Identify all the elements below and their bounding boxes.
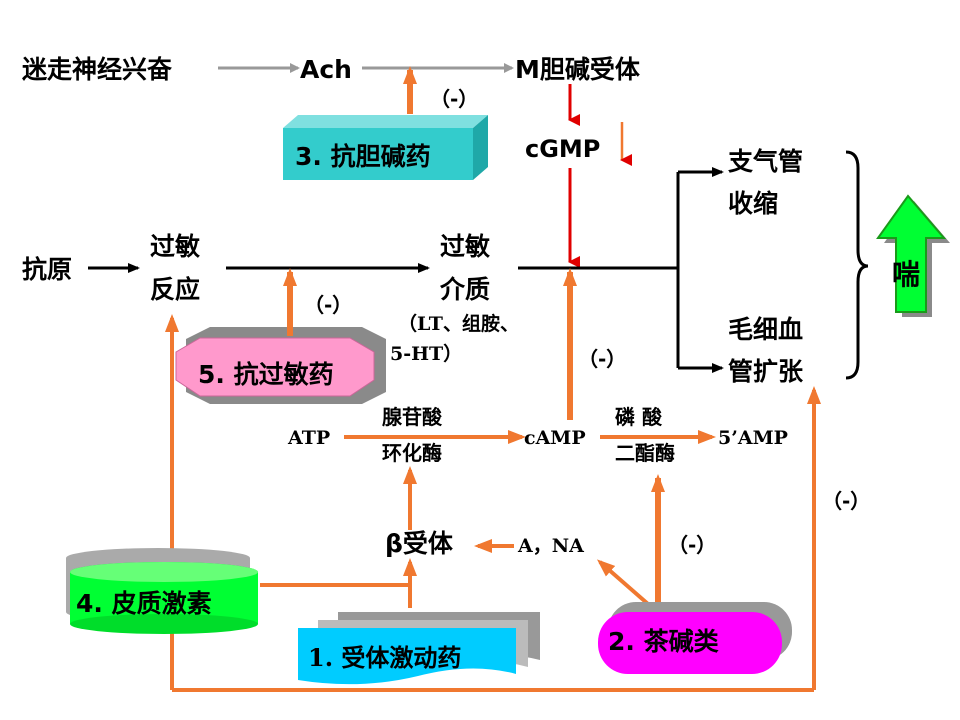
arrow-theophylline-to-ana: [596, 559, 650, 606]
inhibit-label-camp: （-）: [578, 347, 626, 371]
mediator-list-line2: 5-HT）: [390, 342, 462, 365]
theophylline-label: 2. 茶碱类: [608, 627, 720, 656]
antiallergic-drug-box: 5. 抗过敏药: [175, 327, 386, 404]
asthma-label: 喘: [892, 258, 920, 291]
allergy-mediator-line2: 介质: [439, 275, 490, 304]
adenylate-cyclase-line1: 腺苷酸: [382, 405, 443, 429]
vagus-excitation-label: 迷走神经兴奋: [22, 55, 173, 84]
allergy-reaction-line1: 过敏: [150, 232, 200, 261]
m-receptor-label: M胆碱受体: [515, 55, 641, 84]
adenylate-cyclase-line2: 环化酶: [382, 441, 442, 465]
anticholinergic-label: 3. 抗胆碱药: [295, 142, 431, 171]
corticosteroid-drug-cylinder: 4. 皮质激素: [66, 548, 258, 634]
mediator-list-line1: （LT、组胺、: [398, 312, 519, 335]
bronchus-line1: 支气管: [728, 147, 803, 176]
effects-brace: [845, 150, 869, 380]
receptor-agonist-label: 1. 受体激动药: [308, 643, 461, 672]
beta-receptor-label: β受体: [385, 529, 454, 558]
antiallergic-label: 5. 抗过敏药: [198, 360, 334, 389]
allergy-mediator-line1: 过敏: [440, 232, 490, 261]
bronchus-line2: 收缩: [728, 189, 778, 218]
anticholinergic-drug-box: 3. 抗胆碱药: [283, 115, 488, 180]
capillary-line2: 管扩张: [728, 357, 804, 386]
receptor-agonist-drug-box: 1. 受体激动药: [298, 612, 540, 685]
asthma-arrow: 喘: [876, 194, 950, 317]
camp-label: cAMP: [524, 427, 586, 449]
5amp-label: 5’AMP: [718, 427, 788, 449]
inhibit-label-capillary: （-）: [822, 489, 870, 513]
inhibit-label-theophylline: （-）: [668, 533, 716, 557]
ach-label: Ach: [300, 55, 352, 84]
atp-label: ATP: [287, 427, 330, 449]
allergy-reaction-line2: 反应: [150, 275, 200, 304]
capillary-line1: 毛细血: [728, 315, 803, 344]
theophylline-drug-box: 2. 茶碱类: [598, 602, 792, 674]
corticosteroid-label: 4. 皮质激素: [76, 589, 212, 618]
a-na-label: A，NA: [517, 535, 584, 557]
cgmp-label: cGMP: [525, 135, 600, 163]
inhibit-label-antiallergic: （-）: [304, 293, 352, 317]
antigen-label: 抗原: [22, 255, 72, 284]
inhibit-label-anticholinergic: （-）: [430, 87, 478, 111]
phosphodiesterase-line1: 磷 酸: [615, 405, 663, 429]
phosphodiesterase-line2: 二酯酶: [615, 441, 675, 465]
